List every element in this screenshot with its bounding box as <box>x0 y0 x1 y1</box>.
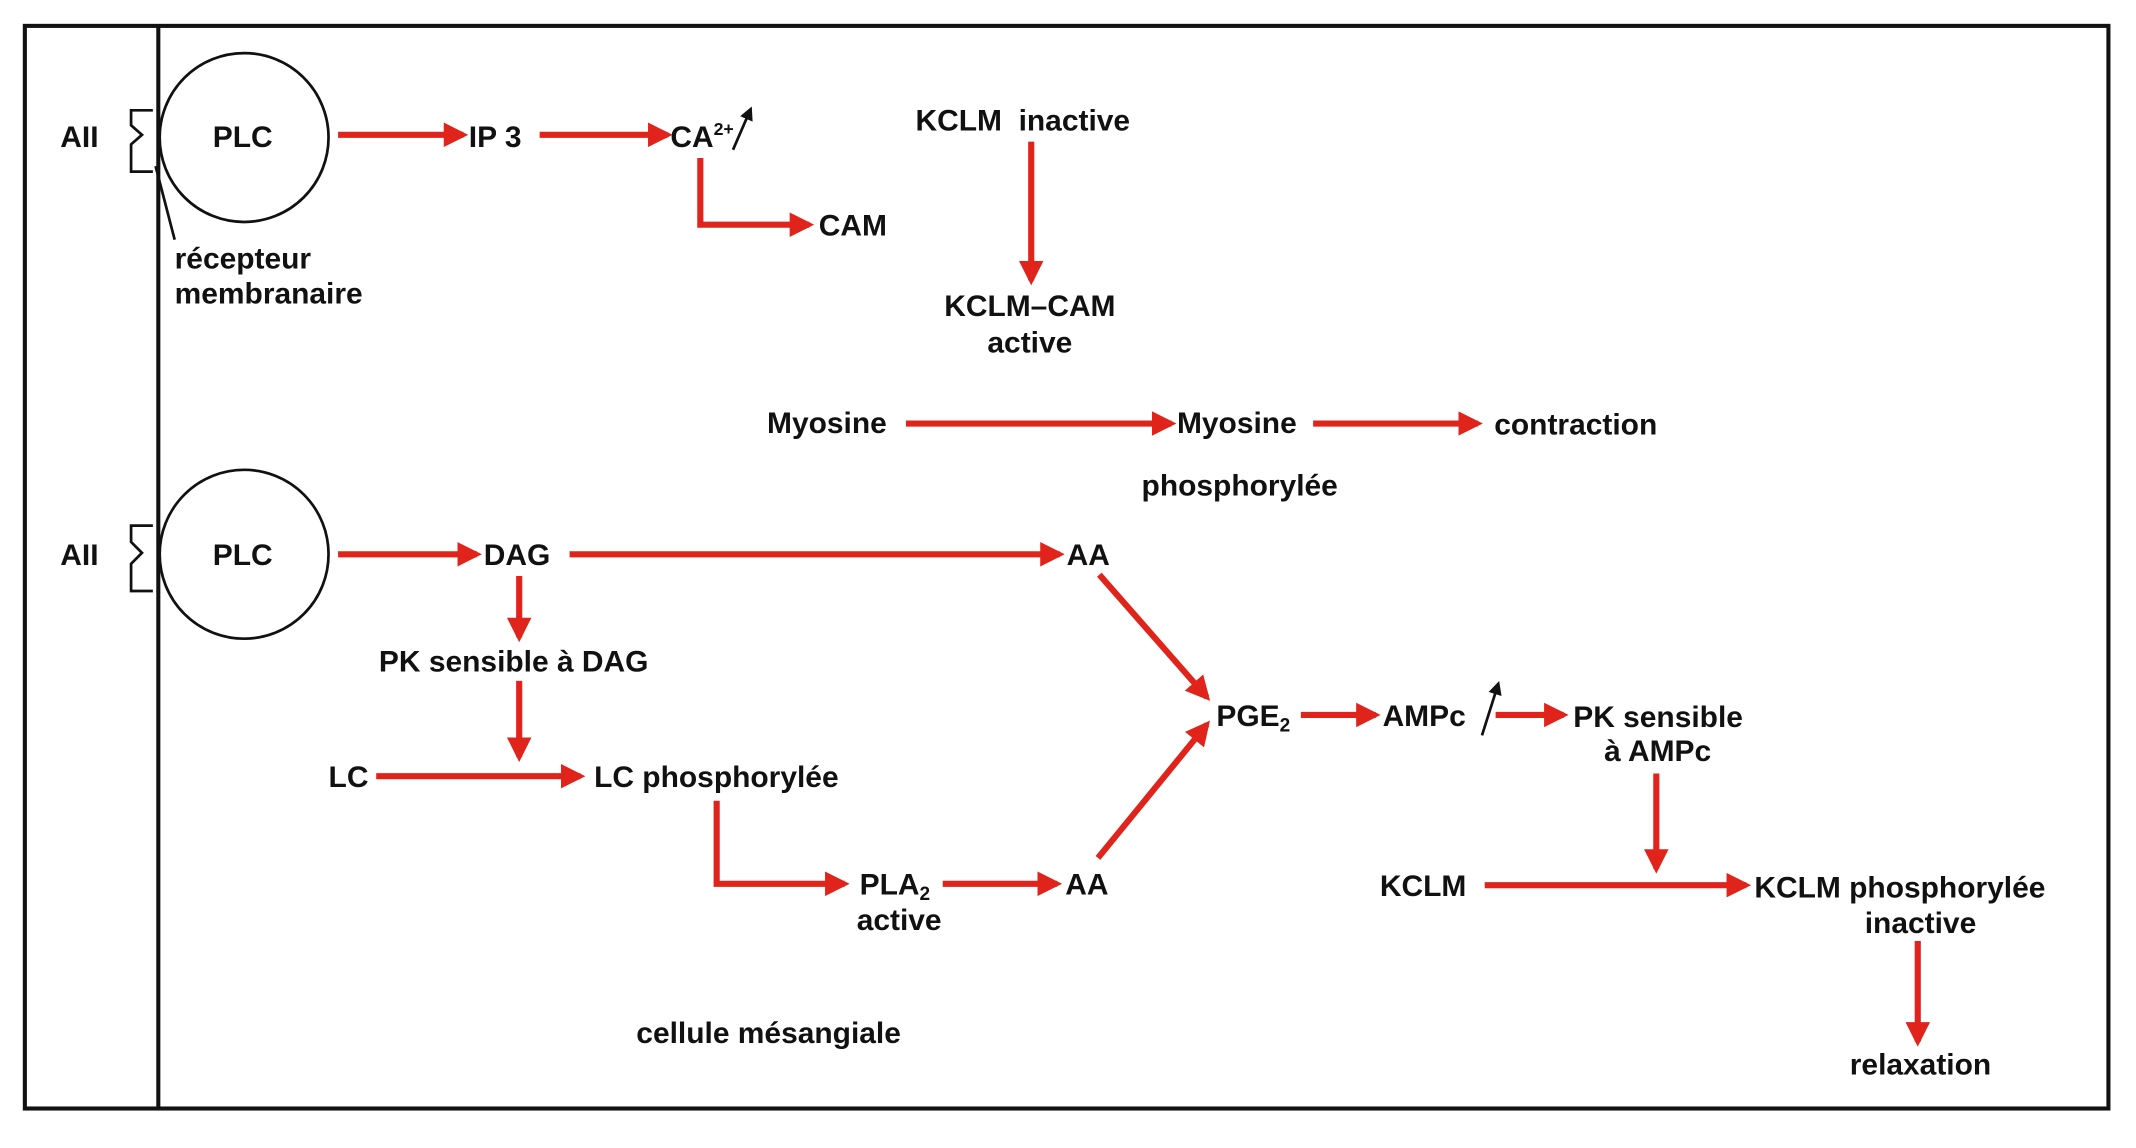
label-kclm-phosphorylee: KCLM phosphorylée <box>1754 871 2045 904</box>
arrow-lcp-pla2 <box>713 800 850 897</box>
label-lc-phosphorylee: LC phosphorylée <box>594 761 839 794</box>
cell-frame <box>22 23 2111 1111</box>
label-all-bottom: AII <box>60 539 98 572</box>
label-ca: CA2+ <box>670 119 733 154</box>
label-kclm-cam-active: active <box>987 327 1072 360</box>
label-cellule-mesangiale: cellule mésangiale <box>636 1017 901 1050</box>
label-pla2-active: active <box>857 904 942 937</box>
label-ampc: AMPc <box>1383 700 1466 733</box>
receptor-top <box>129 108 153 173</box>
label-aa-bottom: AA <box>1065 869 1108 902</box>
label-lc: LC <box>329 761 369 794</box>
receptor-pointer <box>154 165 176 241</box>
label-aa-top: AA <box>1067 539 1110 572</box>
label-plc-top: PLC <box>213 121 273 154</box>
label-myosine-p: Myosine <box>1177 407 1297 440</box>
label-contraction: contraction <box>1494 408 1657 441</box>
arrows <box>338 122 1931 1047</box>
label-all-top: AII <box>60 121 98 154</box>
label-kclm-cam: KCLM–CAM <box>944 290 1115 323</box>
label-pk-ampc: PK sensible <box>1573 701 1743 734</box>
arrow-aa-pge2-bottom <box>1095 720 1211 860</box>
label-kclm-inactive-2: inactive <box>1865 907 1976 940</box>
increase-icon-ampc <box>1480 681 1502 736</box>
label-plc-bottom: PLC <box>213 539 273 572</box>
label-membranaire: membranaire <box>175 278 363 311</box>
plc-circle-bottom <box>158 468 330 641</box>
increase-icon-ca <box>731 106 753 151</box>
label-pk-dag: PK sensible à DAG <box>379 645 649 678</box>
arrow-aa-pge2-top <box>1097 572 1211 701</box>
label-relaxation: relaxation <box>1850 1048 1991 1081</box>
label-pla2: PLA2 <box>860 869 930 905</box>
arrow-ca-cam <box>697 157 815 237</box>
label-cam: CAM <box>819 210 887 243</box>
label-kclm: KCLM <box>1380 870 1466 903</box>
label-ip3: IP 3 <box>469 121 522 154</box>
plc-circle-top <box>158 51 330 224</box>
label-pge2: PGE2 <box>1216 700 1290 736</box>
label-a-ampc: à AMPc <box>1604 735 1711 768</box>
label-recepteur: récepteur <box>175 242 312 275</box>
label-myosine: Myosine <box>767 407 887 440</box>
label-phosphorylee: phosphorylée <box>1142 470 1338 503</box>
receptor-bottom <box>129 524 153 593</box>
label-dag: DAG <box>484 539 551 572</box>
label-kclm-inactive: KCLM inactive <box>915 105 1130 138</box>
